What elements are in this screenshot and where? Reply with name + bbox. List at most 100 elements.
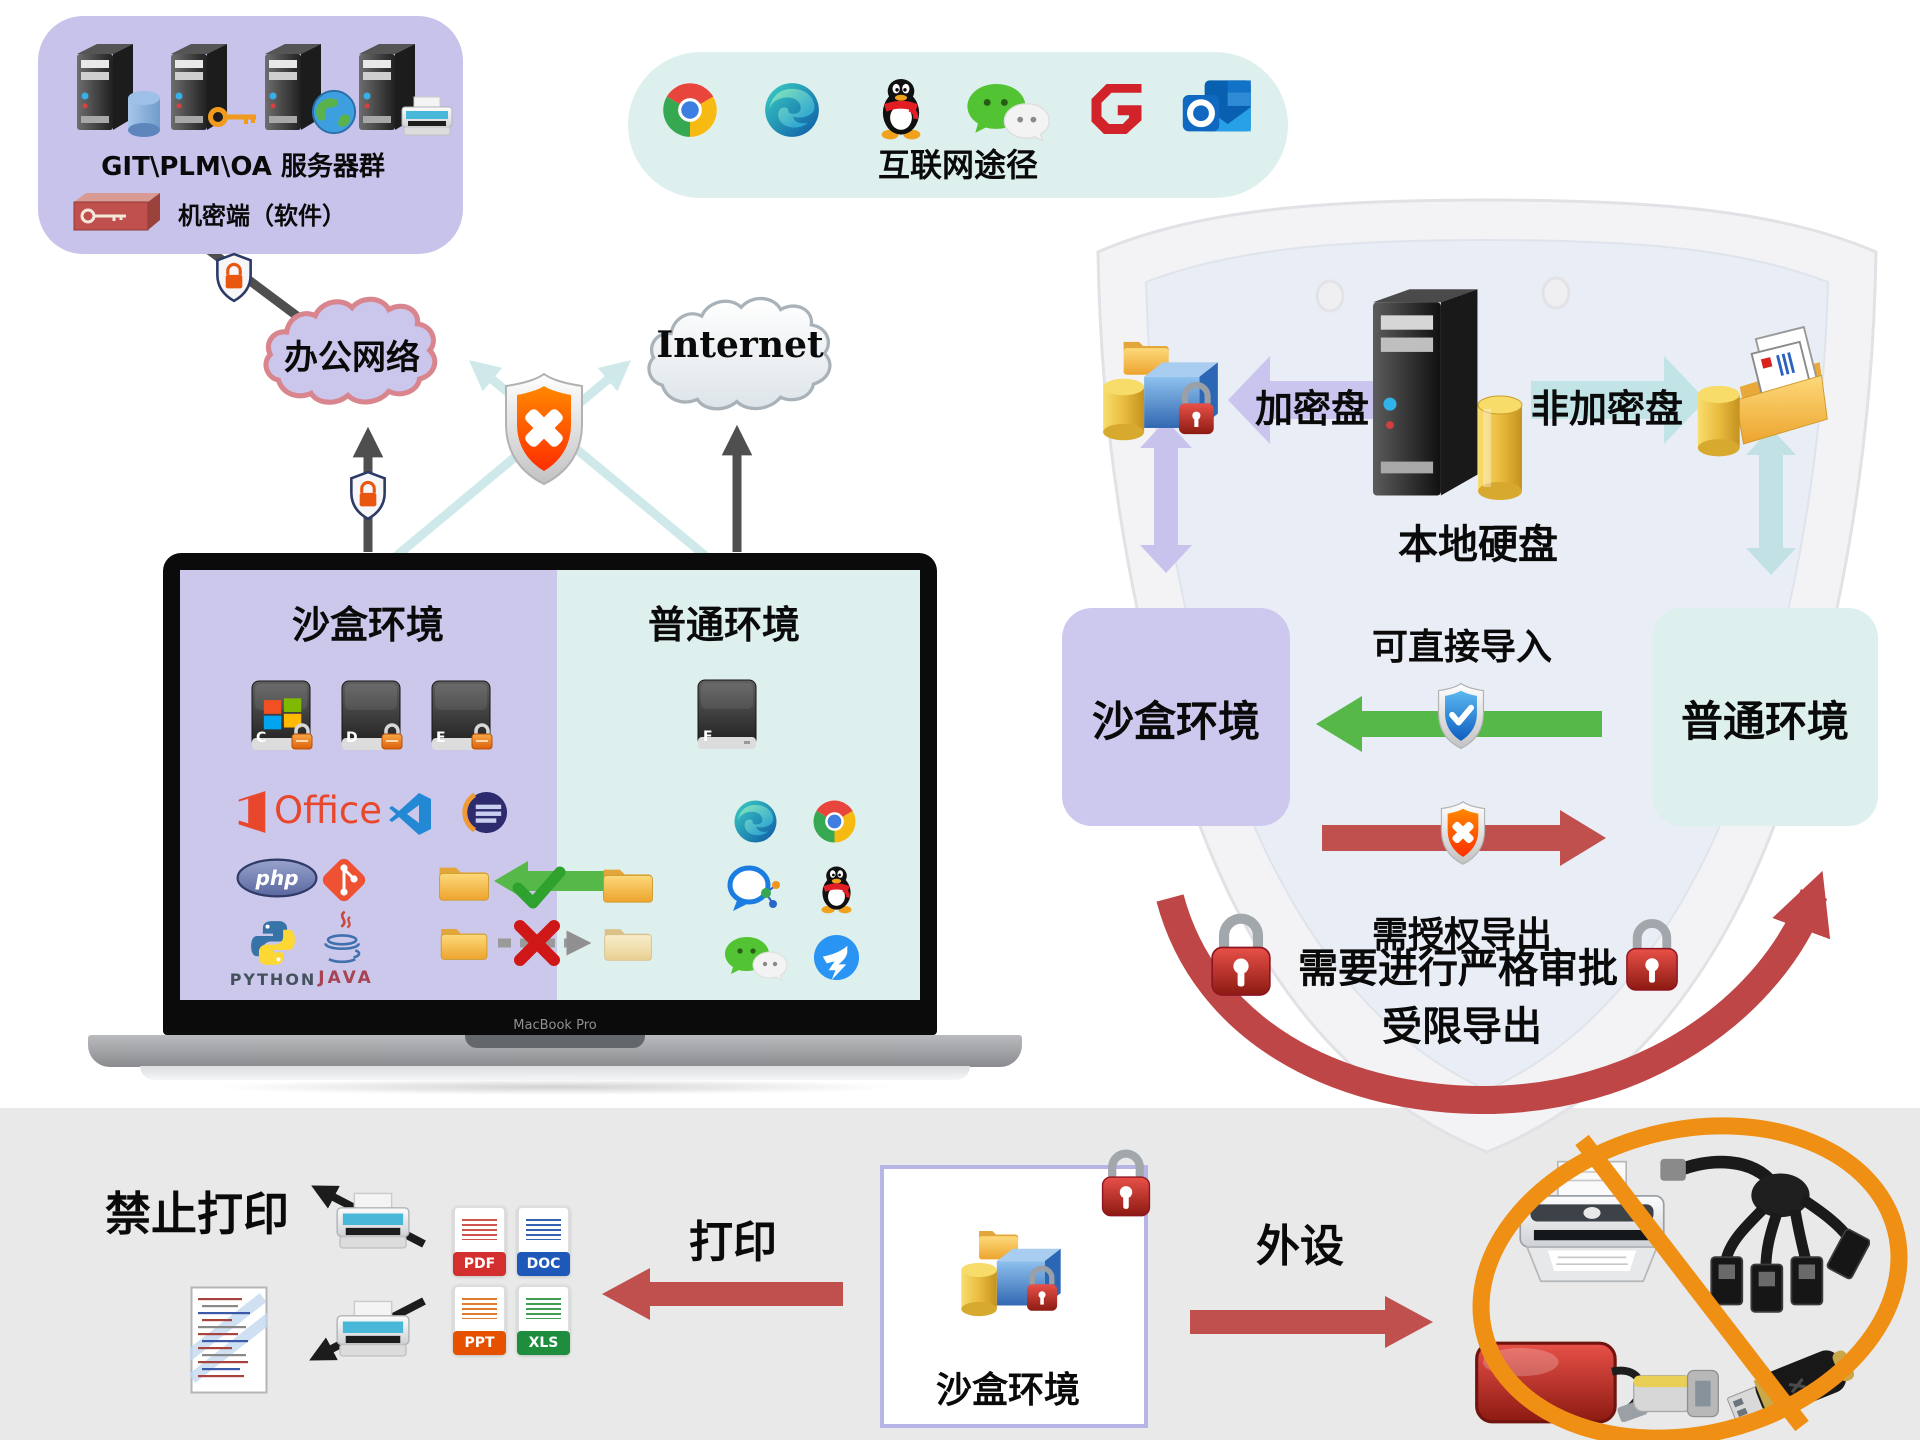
server-group-title: GIT\PLM\OA 服务器群 xyxy=(101,152,385,182)
peripherals-arrow xyxy=(1190,1296,1433,1348)
globe-icon xyxy=(311,89,357,135)
pdf-file-icon: PDF xyxy=(453,1206,506,1276)
drive-d-letter: D xyxy=(346,730,358,746)
sandbox-vertical-arrow xyxy=(1140,420,1192,573)
laptop-brand-label: MacBook Pro xyxy=(513,1018,597,1033)
qq-icon xyxy=(872,70,930,146)
edge-icon xyxy=(765,83,819,137)
edge-icon xyxy=(734,800,777,843)
print-label: 打印 xyxy=(689,1217,777,1268)
bottom-sandbox-label: 沙盒环境 xyxy=(935,1370,1081,1411)
sandbox-env-box xyxy=(1062,608,1290,826)
peripherals-label: 外设 xyxy=(1256,1221,1344,1272)
office-network-label: 办公网络 xyxy=(284,338,420,378)
key-icon xyxy=(208,102,260,132)
approval-line2: 受限导出 xyxy=(1382,1004,1542,1050)
shield-check-icon xyxy=(1435,682,1487,750)
sandbox-env-title: 沙盒环境 xyxy=(291,603,445,647)
qq-icon xyxy=(819,864,854,916)
g-app-icon xyxy=(1091,84,1142,134)
laptop-base-notch xyxy=(465,1035,645,1048)
python-label: PYTHON xyxy=(229,970,317,989)
drive-lock-icon xyxy=(470,723,494,751)
drive-f-letter: F xyxy=(703,729,713,745)
secret-terminal-label: 机密端（软件） xyxy=(178,202,346,230)
wechat-icon xyxy=(724,936,788,981)
git-icon xyxy=(318,854,370,906)
drive-lock-icon xyxy=(290,723,314,751)
chat-app-icon xyxy=(726,864,784,914)
folder-icon xyxy=(439,867,489,901)
sandbox-data-icon xyxy=(956,1210,1066,1330)
dingtalk-icon xyxy=(813,934,860,981)
sandbox-environment-panel xyxy=(180,570,557,1000)
doc-file-icon: DOC xyxy=(517,1206,570,1276)
drive-c-letter: C xyxy=(256,730,267,746)
watermarked-doc-icon xyxy=(190,1286,268,1394)
red-padlock-icon xyxy=(1618,897,1686,1015)
xls-file-icon: XLS xyxy=(517,1285,570,1355)
encrypted-disk-arrow xyxy=(1228,356,1395,444)
ppt-file-icon: PPT xyxy=(453,1285,506,1355)
normal-env-title: 普通环境 xyxy=(647,603,801,647)
restricted-export-arc xyxy=(1156,870,1831,1115)
local-disk-label: 本地硬盘 xyxy=(1398,522,1558,568)
chrome-icon xyxy=(813,800,856,843)
drive-e-letter: E xyxy=(436,730,446,746)
java-icon xyxy=(323,910,361,964)
doc-file-label: DOC xyxy=(517,1252,570,1276)
encrypted-folder-icon xyxy=(1097,310,1224,464)
outlook-icon xyxy=(1180,78,1256,146)
printer-icon xyxy=(401,96,453,136)
folder-pale-icon xyxy=(604,928,652,961)
printer-icon xyxy=(336,1192,410,1249)
red-padlock-icon xyxy=(1094,1144,1158,1224)
eclipse-icon xyxy=(459,789,514,836)
internet-paths-label: 互联网途径 xyxy=(877,146,1039,184)
folder-icon xyxy=(440,928,488,960)
normal-environment-panel xyxy=(557,570,920,1000)
internet-cloud-label: Internet xyxy=(656,324,824,366)
prohibition-ring-icon xyxy=(1472,1117,1908,1440)
shield-lock-icon xyxy=(215,252,253,303)
internet-paths-box xyxy=(628,52,1288,198)
python-icon xyxy=(251,921,295,965)
secret-key-box-icon xyxy=(72,191,162,232)
office-wordmark: Office xyxy=(274,789,383,832)
normal-vertical-arrow xyxy=(1746,428,1796,575)
laptop-base-lip xyxy=(140,1066,970,1080)
normal-env-box-label: 普通环境 xyxy=(1680,697,1850,746)
unencrypted-disk-arrow xyxy=(1531,356,1706,444)
drive-lock-icon xyxy=(380,723,404,751)
office-icon xyxy=(238,791,266,833)
sandbox-env-box-label: 沙盒环境 xyxy=(1091,697,1261,746)
database-icon xyxy=(128,91,160,137)
php-icon xyxy=(236,858,318,898)
folder-icon xyxy=(603,869,653,903)
export-label: 需授权导出 xyxy=(1371,915,1553,956)
print-arrow xyxy=(602,1268,843,1320)
local-disk-tower-icon xyxy=(1372,289,1478,496)
pdf-file-label: PDF xyxy=(453,1252,506,1276)
normal-env-box xyxy=(1652,608,1878,826)
blocked-shield-x-icon xyxy=(505,373,583,485)
vscode-icon xyxy=(389,793,431,835)
unencrypted-disk-label: 非加密盘 xyxy=(1530,387,1684,431)
xls-file-label: XLS xyxy=(517,1331,570,1355)
printer-icon xyxy=(336,1300,410,1357)
ppt-file-label: PPT xyxy=(453,1331,506,1355)
shield-x-icon xyxy=(1440,801,1486,865)
no-print-label: 禁止打印 xyxy=(105,1187,289,1241)
encrypted-disk-label: 加密盘 xyxy=(1254,387,1370,431)
java-label: JAVA xyxy=(318,968,374,988)
wechat-icon xyxy=(966,83,1050,142)
red-padlock-icon xyxy=(1202,895,1280,1017)
chrome-icon xyxy=(663,83,717,137)
approval-line1: 需要进行严格审批 xyxy=(1298,946,1618,992)
unencrypted-folder-icon xyxy=(1696,325,1829,458)
gold-cylinder-icon xyxy=(1477,395,1523,501)
laptop-shadow xyxy=(210,1079,900,1095)
import-label: 可直接导入 xyxy=(1371,627,1553,668)
